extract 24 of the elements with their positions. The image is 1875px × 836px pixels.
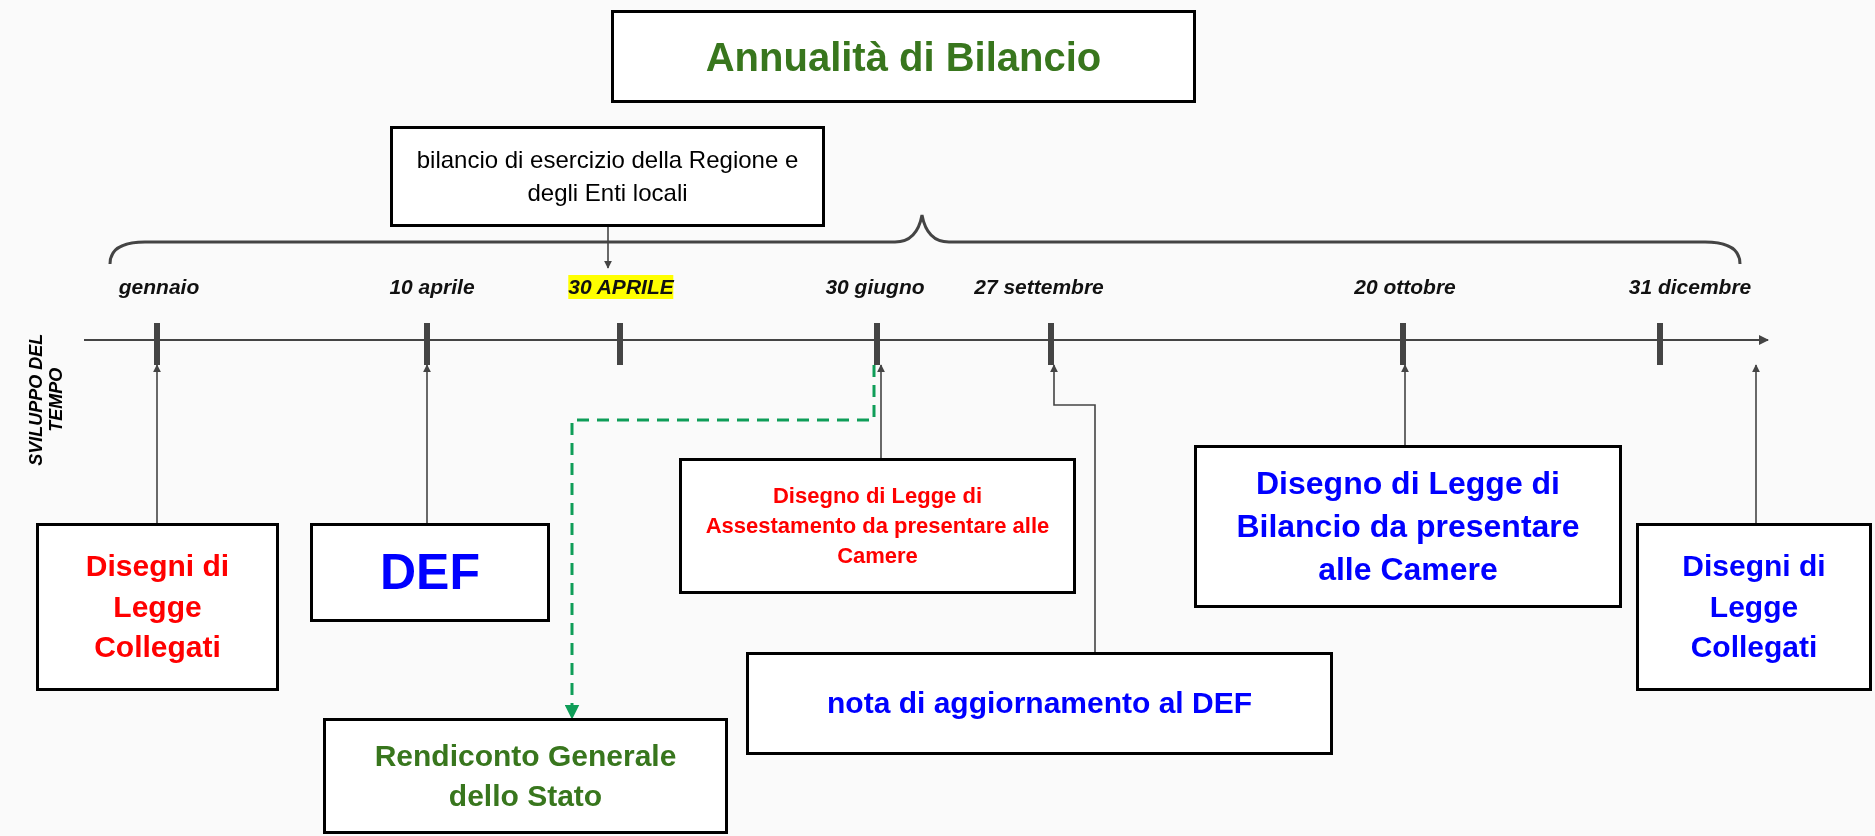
date-label: 30 giugno bbox=[825, 275, 925, 299]
text-box: Annualità di Bilancio bbox=[611, 10, 1196, 103]
text-box: Disegno di Legge di Assestamento da presentare alle Camere bbox=[679, 458, 1076, 594]
date-label: 31 dicembre bbox=[1628, 275, 1752, 299]
arrow bbox=[564, 365, 876, 720]
text-box: nota di aggiornamento al DEF bbox=[746, 652, 1333, 755]
text-box: Disegni di Legge Collegati bbox=[1636, 523, 1872, 691]
axis-label: SVILUPPO DEL TEMPO bbox=[27, 332, 67, 468]
arrow bbox=[604, 226, 612, 269]
text-box: Disegno di Legge di Bilancio da presentare alle Camere bbox=[1194, 445, 1622, 608]
arrow bbox=[1752, 364, 1760, 524]
text-box: Disegni di Legge Collegati bbox=[36, 523, 279, 691]
arrow bbox=[423, 364, 431, 524]
date-label: 27 settembre bbox=[974, 275, 1104, 299]
date-label: 10 aprile bbox=[389, 275, 475, 299]
arrow bbox=[1050, 364, 1096, 653]
text-box: DEF bbox=[310, 523, 550, 622]
arrow bbox=[153, 364, 161, 524]
arrow bbox=[877, 364, 885, 459]
arrow bbox=[1401, 364, 1409, 446]
text-box: Rendiconto Generale dello Stato bbox=[323, 718, 728, 834]
text-box: bilancio di esercizio della Regione e degli Enti locali bbox=[390, 126, 825, 227]
date-label: 20 ottobre bbox=[1354, 275, 1456, 299]
date-label: gennaio bbox=[118, 275, 200, 299]
